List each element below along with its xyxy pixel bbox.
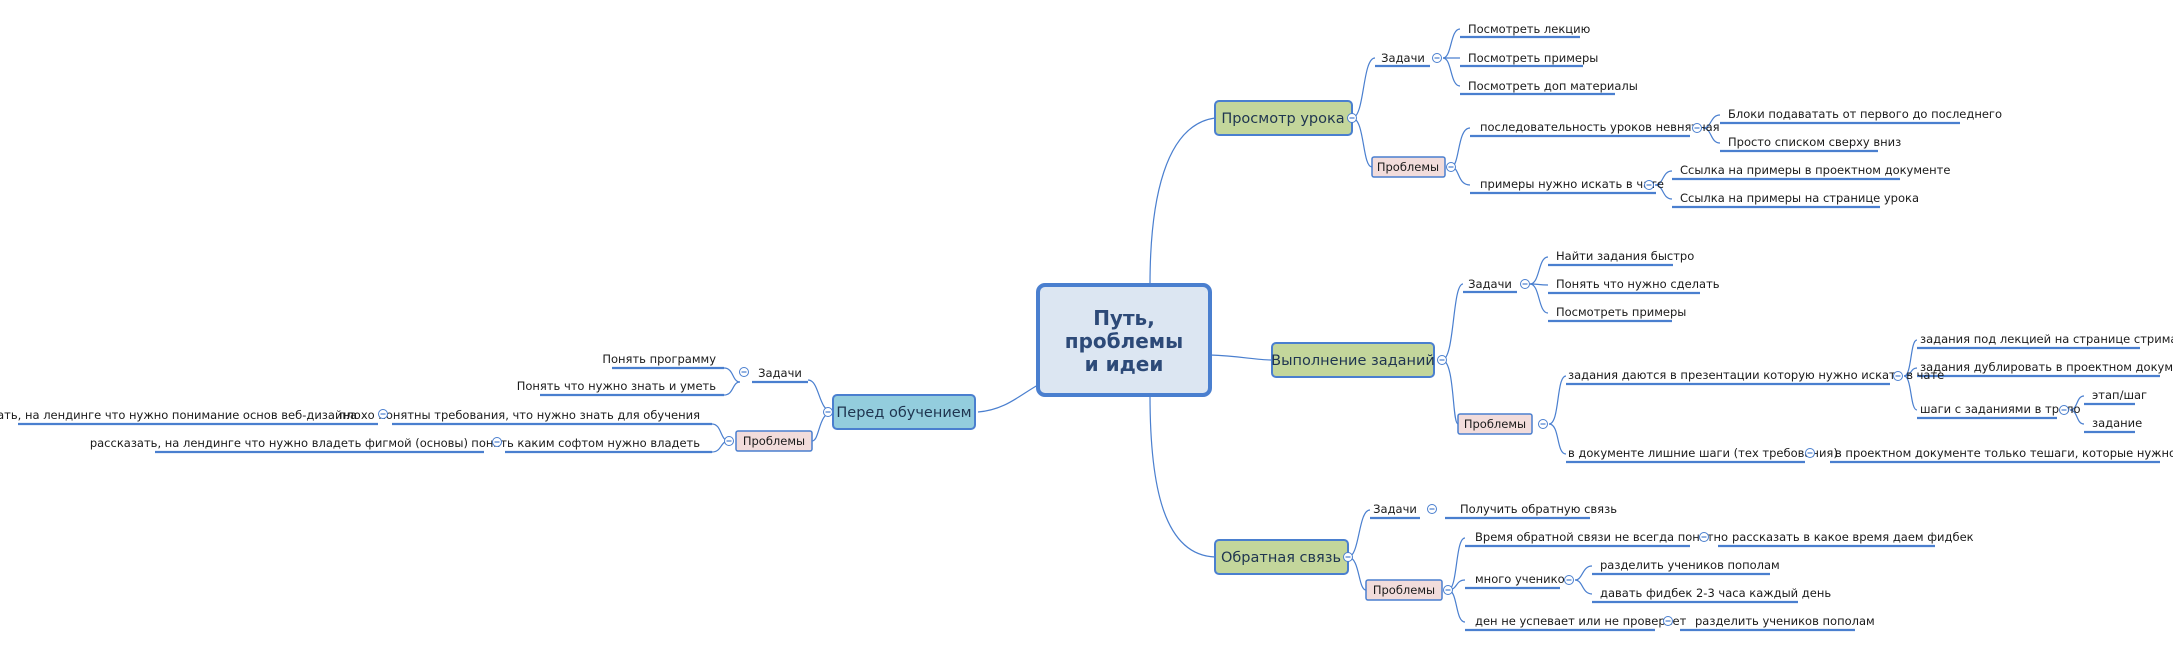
- node-c8: давать фидбек 2-3 часа каждый день: [1600, 586, 1831, 600]
- node-a10: Ссылка на примеры в проектном документе: [1680, 163, 1950, 177]
- node-d7: понять каким софтом нужно владеть: [471, 436, 700, 450]
- topic-lesson-view-label: Просмотр урока: [1221, 111, 1344, 127]
- node-a5: Проблемы: [1377, 160, 1439, 174]
- central-line-1: Путь,: [1093, 306, 1155, 330]
- node-c7: разделить учеников пополам: [1600, 558, 1780, 572]
- node-c5: рассказать в какое время даем фидбек: [1732, 530, 1974, 544]
- node-a11: Ссылка на примеры на странице урока: [1680, 191, 1919, 205]
- topic-before-learning-label: Перед обучением: [836, 405, 971, 421]
- central-topic[interactable]: Путь, проблемы и идеи: [1036, 283, 1212, 397]
- collapse-toggle-a0[interactable]: [1347, 113, 1357, 123]
- problems-node-a[interactable]: Проблемы: [1371, 156, 1446, 178]
- node-b13: в проектном документе только тешаги, кот…: [1835, 446, 2173, 460]
- node-a8: Просто списком сверху вниз: [1728, 135, 1901, 149]
- node-b2: Найти задания быстро: [1556, 249, 1694, 263]
- collapse-toggle-b6[interactable]: [1893, 371, 1903, 381]
- collapse-toggle-b12[interactable]: [1805, 448, 1815, 458]
- node-a3: Посмотреть примеры: [1468, 51, 1598, 65]
- branch-assignments: Выполнение заданий Задачи Найти задания …: [1271, 249, 2173, 464]
- node-b12: в документе лишние шаги (тех требования): [1568, 446, 1838, 460]
- collapse-toggle-c1[interactable]: [1427, 504, 1437, 514]
- collapse-toggle-c6[interactable]: [1564, 575, 1574, 585]
- collapse-toggle-a6[interactable]: [1692, 123, 1702, 133]
- collapse-toggle-a9[interactable]: [1644, 180, 1654, 190]
- collapse-toggle-c4[interactable]: [1699, 532, 1709, 542]
- node-b9: шаги с заданиями в трело: [1920, 402, 2081, 416]
- node-b7: задания под лекцией на странице стрима: [1920, 332, 2173, 346]
- node-b11: задание: [2092, 416, 2142, 430]
- node-b5: Проблемы: [1464, 417, 1526, 431]
- node-d5: плохо понятны требования, что нужно знат…: [339, 408, 700, 422]
- collapse-toggle-d0[interactable]: [823, 407, 833, 417]
- node-d1: Задачи: [758, 366, 802, 380]
- node-c1: Задачи: [1373, 502, 1417, 516]
- node-b4: Посмотреть примеры: [1556, 305, 1686, 319]
- node-a4: Посмотреть доп материалы: [1468, 79, 1638, 93]
- branch-feedback: Обратная связь Задачи Получить обратную …: [1214, 502, 1974, 632]
- collapse-toggle-c3[interactable]: [1443, 585, 1453, 595]
- central-line-2: проблемы: [1065, 329, 1184, 353]
- collapse-toggle-c0[interactable]: [1343, 552, 1353, 562]
- node-c6: много учеников: [1475, 572, 1572, 586]
- main-connectors: [977, 117, 1273, 558]
- topic-assignments[interactable]: Выполнение заданий: [1271, 342, 1435, 378]
- node-a6: последовательность уроков невнятная: [1480, 120, 1720, 134]
- node-c3: Проблемы: [1373, 583, 1435, 597]
- collapse-toggle-b5[interactable]: [1538, 419, 1548, 429]
- node-d4: Проблемы: [743, 434, 805, 448]
- collapse-toggle-d4[interactable]: [724, 436, 734, 446]
- problems-node-d[interactable]: Проблемы: [735, 430, 813, 452]
- node-c2: Получить обратную связь: [1460, 502, 1617, 516]
- topic-assignments-label: Выполнение заданий: [1271, 353, 1435, 369]
- node-d2: Понять программу: [602, 352, 716, 366]
- node-b3: Понять что нужно сделать: [1556, 277, 1720, 291]
- node-b1: Задачи: [1468, 277, 1512, 291]
- collapse-toggle-c9[interactable]: [1663, 616, 1673, 626]
- node-b10: этап/шаг: [2092, 388, 2147, 402]
- node-a7: Блоки подаватать от первого до последнег…: [1728, 107, 2002, 121]
- node-c9: ден не успевает или не проверяет: [1475, 614, 1687, 628]
- collapse-toggle-d7[interactable]: [492, 437, 502, 447]
- node-d6: рассказать, на лендинге что нужно понима…: [0, 408, 357, 422]
- topic-feedback[interactable]: Обратная связь: [1214, 539, 1349, 575]
- collapse-toggle-b9[interactable]: [2059, 405, 2069, 415]
- collapse-toggle-d1[interactable]: [739, 367, 749, 377]
- node-d3: Понять что нужно знать и уметь: [517, 379, 717, 393]
- collapse-toggle-b0[interactable]: [1437, 355, 1447, 365]
- node-a1: Задачи: [1381, 51, 1425, 65]
- node-b8: задания дублировать в проектном документ…: [1920, 360, 2173, 374]
- topic-feedback-label: Обратная связь: [1221, 550, 1341, 566]
- problems-node-b[interactable]: Проблемы: [1457, 413, 1533, 435]
- collapse-toggle-d5[interactable]: [378, 409, 388, 419]
- node-c4: Время обратной связи не всегда понятно: [1475, 530, 1728, 544]
- branch-before-learning: Перед обучением Задачи Понять программу …: [0, 352, 976, 454]
- node-a9: примеры нужно искать в чате: [1480, 177, 1664, 191]
- topic-before-learning[interactable]: Перед обучением: [832, 394, 976, 430]
- node-b6: задания даются в презентации которую нуж…: [1568, 368, 1944, 382]
- node-a2: Посмотреть лекцию: [1468, 22, 1591, 36]
- branch-lesson-view: Просмотр урока Задачи Посмотреть лекцию …: [1214, 22, 2002, 209]
- collapse-toggle-a5[interactable]: [1446, 162, 1456, 172]
- problems-node-c[interactable]: Проблемы: [1365, 579, 1443, 601]
- collapse-toggle-a1[interactable]: [1432, 53, 1442, 63]
- topic-lesson-view[interactable]: Просмотр урока: [1214, 100, 1353, 136]
- node-d8: рассказать, на лендинге что нужно владет…: [90, 436, 468, 450]
- node-c10: разделить учеников пополам: [1695, 614, 1875, 628]
- collapse-toggle-b1[interactable]: [1520, 279, 1530, 289]
- central-line-3: и идеи: [1085, 352, 1164, 376]
